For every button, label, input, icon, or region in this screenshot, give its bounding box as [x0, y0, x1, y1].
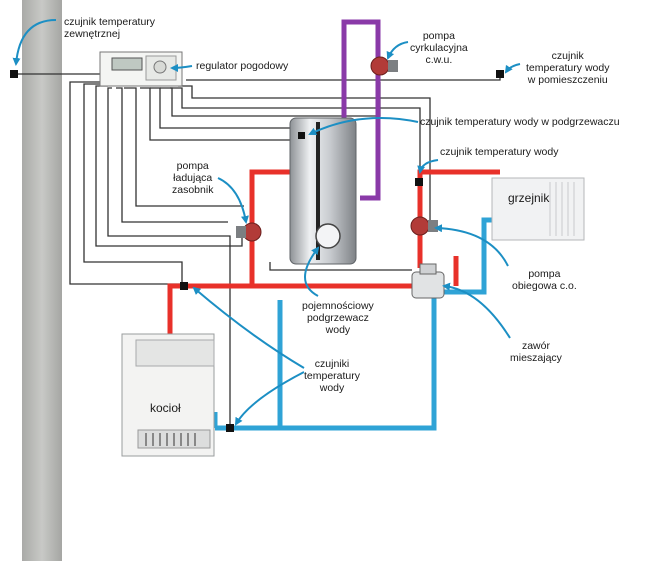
circulation-pipe	[341, 19, 381, 201]
mixing-valve-icon	[411, 263, 445, 299]
temperature-sensor-icon	[298, 132, 305, 139]
temperature-sensor-icon	[496, 70, 504, 78]
radiator-label: grzejnik	[508, 191, 550, 205]
annotation-arrows	[12, 19, 521, 426]
wall	[22, 0, 62, 561]
temperature-sensor-icon	[226, 424, 234, 432]
tank-sensor-label: czujnik temperatury wody w podgrzewaczu	[420, 116, 620, 128]
water-temp-sensor-label: czujnik temperatury wody	[440, 146, 559, 158]
boiler-label: kocioł	[150, 401, 181, 415]
hot-water-tank	[289, 117, 357, 265]
temperature-sensor-icon	[10, 70, 18, 78]
temperature-sensor-icon	[180, 282, 188, 290]
weather-controller	[99, 51, 183, 87]
circulation-pump-icon	[410, 216, 438, 236]
circulation-pump-icon	[236, 222, 262, 242]
weather-controller-label: regulator pogodowy	[196, 60, 289, 72]
circulation-pump-icon	[370, 56, 398, 76]
temperature-sensor-icon	[415, 178, 423, 186]
boiler	[121, 333, 215, 457]
radiator	[491, 177, 585, 241]
